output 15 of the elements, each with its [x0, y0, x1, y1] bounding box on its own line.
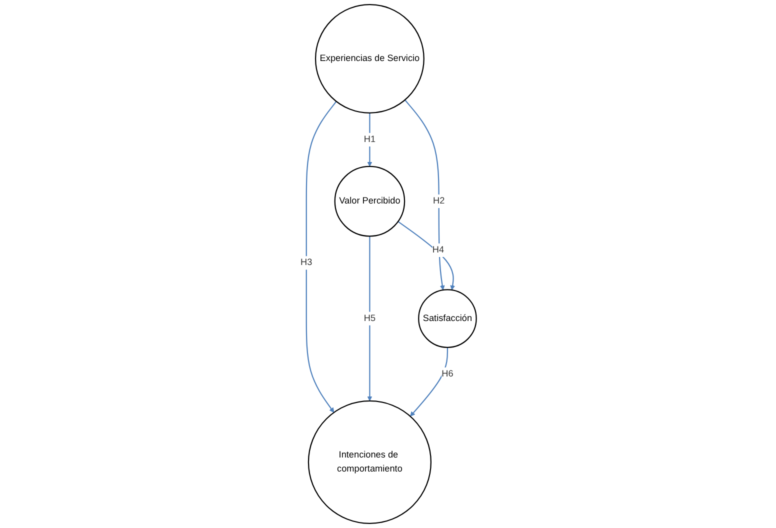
edge-label: H2: [432, 196, 444, 206]
node-circle: Satisfacción: [418, 289, 476, 348]
edge-label: H4: [432, 245, 444, 255]
node-circle: Intenciones de comportamiento: [307, 400, 432, 524]
edge-label: H6: [441, 369, 453, 379]
arrow: [305, 101, 336, 413]
arrow: [397, 221, 455, 290]
arrow: [366, 236, 372, 402]
edge-label: H1: [363, 134, 376, 144]
node-circle: Experiencias de Servicio: [314, 4, 424, 114]
arrow: [410, 347, 448, 417]
edge-label: H3: [300, 258, 312, 268]
node-circle: Valor Percibido: [334, 166, 405, 237]
edge-label: H5: [363, 313, 376, 324]
arrow: [404, 100, 444, 290]
